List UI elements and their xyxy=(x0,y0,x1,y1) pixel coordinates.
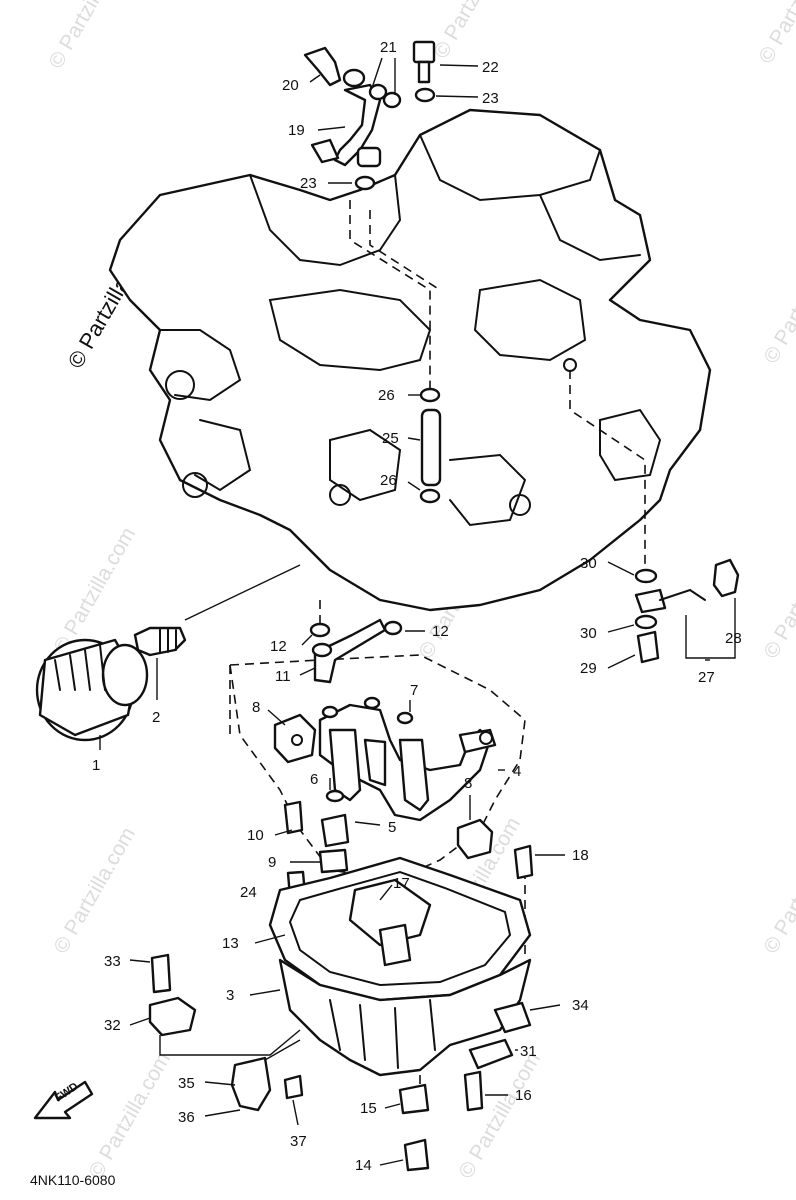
bolt-22[interactable] xyxy=(412,40,436,84)
callout-23b: 23 xyxy=(300,175,317,192)
oil-hose-19[interactable] xyxy=(310,83,382,168)
copper-washers-21 xyxy=(368,83,402,109)
watermark: © Partzilla.com xyxy=(754,0,796,67)
bracket-35-36-37[interactable] xyxy=(230,1039,304,1112)
oil-pan[interactable] xyxy=(278,878,532,1077)
watermark: © Partzilla.com xyxy=(454,1048,545,1182)
callout-25: 25 xyxy=(382,430,399,447)
union-bolt-20[interactable] xyxy=(303,46,366,88)
callout-28: 28 xyxy=(725,630,742,647)
oil-filter-union-bolt[interactable] xyxy=(133,564,301,657)
callout-labels: 1 2 3 4 5 6 7 8 8 9 10 11 12 12 13 14 15… xyxy=(92,39,742,1174)
crankcase-outline xyxy=(108,108,712,612)
callout-26b: 26 xyxy=(380,472,397,489)
sensor-31-34[interactable] xyxy=(283,800,534,1172)
watermark: © Partzilla.com xyxy=(84,1048,175,1182)
oil-pipe-assembly[interactable] xyxy=(318,703,497,822)
callout-19: 19 xyxy=(288,122,305,139)
oil-filter[interactable] xyxy=(35,638,149,742)
callout-7: 7 xyxy=(410,682,418,699)
callout-1: 1 xyxy=(92,757,100,774)
callout-33: 33 xyxy=(104,953,121,970)
callout-24: 24 xyxy=(240,884,257,901)
callout-9: 9 xyxy=(268,854,276,871)
watermark: © Partzilla.com xyxy=(44,0,135,72)
callout-30b: 30 xyxy=(580,625,597,642)
callout-31: 31 xyxy=(520,1043,537,1060)
diagram-code: 4NK110-6080 xyxy=(30,1172,116,1188)
forward-direction-arrow: FWD xyxy=(33,1081,94,1120)
callout-10: 10 xyxy=(247,827,264,844)
callout-32: 32 xyxy=(104,1017,121,1034)
callout-11: 11 xyxy=(275,668,291,685)
callout-37: 37 xyxy=(290,1133,307,1150)
callout-12b: 12 xyxy=(432,623,449,640)
callout-14: 14 xyxy=(355,1157,372,1174)
callout-2: 2 xyxy=(152,709,160,726)
damper-blocks[interactable] xyxy=(273,713,494,860)
callout-15: 15 xyxy=(360,1100,377,1117)
oil-pipe-11[interactable] xyxy=(311,618,387,684)
watermark: © Partzilla.com xyxy=(759,823,796,957)
callout-35: 35 xyxy=(178,1075,195,1092)
callout-6: 6 xyxy=(310,771,318,788)
callout-27: 27 xyxy=(698,669,715,686)
callout-4: 4 xyxy=(513,763,521,780)
callout-21: 21 xyxy=(380,39,397,56)
callout-leaders xyxy=(99,57,710,1166)
callout-18: 18 xyxy=(572,847,589,864)
drain-bolt-32-33[interactable] xyxy=(148,953,301,1056)
callout-16: 16 xyxy=(515,1087,532,1104)
watermark: © Partzilla.com xyxy=(759,233,796,367)
callout-26a: 26 xyxy=(378,387,395,404)
oil-pressure-switch-lead[interactable] xyxy=(634,558,740,664)
callout-34: 34 xyxy=(572,997,589,1014)
callout-17: 17 xyxy=(393,875,410,892)
watermark: © Partzilla.com xyxy=(49,823,140,957)
callout-36: 36 xyxy=(178,1109,195,1126)
watermark: © Partzilla.com xyxy=(429,0,520,62)
watermark: © Partzilla.com xyxy=(759,528,796,662)
oil-pipe-25[interactable] xyxy=(420,408,442,487)
callout-22: 22 xyxy=(482,59,499,76)
callout-29: 29 xyxy=(580,660,597,677)
callout-5: 5 xyxy=(388,819,396,836)
callout-12a: 12 xyxy=(270,638,287,655)
callout-8a: 8 xyxy=(252,699,260,716)
watermark: © Partzilla.com xyxy=(49,523,140,657)
washers-23 xyxy=(354,87,436,191)
callout-3: 3 xyxy=(226,987,234,1004)
callout-13: 13 xyxy=(222,935,239,952)
callout-20: 20 xyxy=(282,77,299,94)
o-rings xyxy=(309,387,441,803)
callout-30a: 30 xyxy=(580,555,597,572)
callout-23a: 23 xyxy=(482,90,499,107)
callout-8b: 8 xyxy=(464,775,472,792)
